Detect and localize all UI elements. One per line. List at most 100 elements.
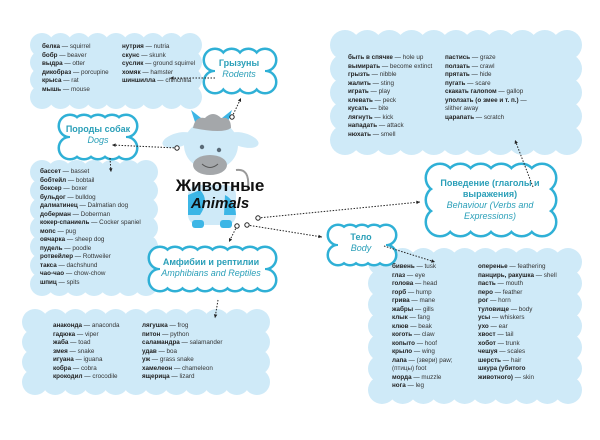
word-ru: удав	[142, 347, 157, 355]
vocab-item: грызть — nibble	[348, 71, 397, 78]
vocab-item: жабры — gills	[392, 305, 434, 313]
word-en: chameleon	[182, 364, 213, 372]
word-en: beak	[418, 322, 432, 330]
vocab-item: гадюка — viper	[53, 330, 99, 338]
dogs-title-ru: Породы собак	[65, 124, 131, 134]
word-en: basset	[70, 168, 90, 175]
word-en: graze	[479, 54, 496, 61]
vocab-item: саламандра — salamander	[142, 339, 223, 346]
vocab-item: мышь — mouse	[42, 85, 90, 93]
word-en: ear	[498, 322, 508, 330]
word-ru: ухо	[478, 322, 489, 330]
word-ru: скакать галопом	[445, 88, 497, 95]
vocab-item: лапа — (звери) paw; (птицы) foot	[392, 356, 453, 373]
word-ru: бассет	[40, 168, 61, 175]
behaviour-title-en: Behaviour (Verbs and Expressions)	[446, 200, 534, 221]
body-title-cloud	[326, 223, 398, 267]
vocab-item: хамелеон — chameleon	[142, 364, 213, 372]
word-en: tusk	[424, 263, 437, 270]
word-en: hamster	[150, 68, 174, 76]
word-en: toad	[78, 339, 91, 346]
rodents-title-cloud	[202, 47, 278, 95]
word-ru: играть	[348, 88, 369, 95]
word-ru: нога	[392, 382, 406, 389]
word-ru: хамелеон	[142, 364, 173, 372]
word-ru: пудель	[40, 244, 63, 252]
vocab-item: такса — dachshund	[40, 261, 98, 269]
word-ru: кокер-спаниель	[40, 219, 90, 226]
word-ru: овчарка	[40, 236, 66, 243]
vocab-item: хвост — tail	[478, 331, 514, 338]
vocab-item: морда — muzzle	[392, 373, 442, 381]
word-en: tail	[505, 331, 514, 338]
behaviour-list-cloud	[330, 30, 582, 155]
vocab-item: шиншилла — chinchilla	[122, 77, 192, 84]
word-en: play	[378, 88, 391, 95]
word-en: grass snake	[159, 356, 194, 363]
vocab-item: жаба — toad	[53, 339, 91, 346]
body-title-ru: Тело	[350, 232, 372, 242]
word-en: viper	[84, 330, 99, 338]
vocab-item: чешуя — scales	[478, 348, 526, 355]
vocab-item: мопс — pug	[40, 227, 77, 235]
amphibians-title-en: Amphibians and Reptiles	[161, 268, 261, 278]
arrowhead-icon	[237, 98, 242, 102]
word-ru: кусать	[348, 105, 369, 112]
vocab-item: дикобраз — porcupine	[42, 68, 109, 76]
word-en: otter	[72, 60, 86, 67]
word-en: (звери) paw; (птицы) foot	[392, 356, 453, 373]
vocab-item: далматинец — Dalmatian dog	[40, 202, 129, 209]
vocab-item: бульдог — bulldog	[40, 193, 96, 201]
vocab-item: нюхать — smell	[348, 130, 396, 138]
word-ru: чао-чао	[40, 270, 65, 277]
behaviour-title-ru: Поведение (глаголы и выражения)	[440, 178, 540, 199]
vocab-item: жалить — sting	[348, 79, 394, 87]
word-en: feathering	[517, 263, 546, 270]
word-en: bite	[378, 105, 389, 112]
word-ru: бивень	[392, 263, 415, 270]
vocab-item: нога — leg	[392, 382, 424, 389]
vocab-item: скакать галопом — gallop	[445, 88, 524, 95]
word-en: scales	[507, 348, 526, 355]
word-ru: уползать (о змее и т. п.)	[445, 96, 519, 104]
word-ru: бобр	[42, 51, 58, 59]
vocab-item: скунс — skunk	[122, 51, 166, 59]
word-en: spits	[66, 278, 80, 286]
word-ru: суслик	[122, 60, 144, 67]
word-en: crocodile	[92, 373, 118, 380]
word-ru: выдра	[42, 60, 63, 67]
vocab-item: ползать — crawl	[445, 62, 495, 70]
vocab-item: чао-чао — chow-chow	[40, 270, 106, 277]
word-ru: саламандра	[142, 339, 180, 346]
vocab-item: пудель — poodle	[40, 244, 92, 252]
cow-mascot-icon	[162, 110, 259, 228]
word-ru: оперенье	[478, 263, 508, 270]
word-ru: далматинец	[40, 202, 78, 209]
word-en: smell	[380, 130, 396, 138]
dogs-title: Породы собак Dogs	[58, 124, 138, 146]
word-ru: нутрия	[122, 43, 144, 50]
vocab-item: вымирать — become extinct	[348, 62, 433, 70]
arrow-to-dogs	[111, 144, 178, 149]
word-en: wing	[421, 348, 435, 355]
arrowhead-icon	[229, 238, 233, 242]
vocab-item: крокодил — crocodile	[53, 373, 118, 380]
word-en: rat	[71, 77, 79, 84]
vocab-item: бобтейл — bobtail	[40, 176, 95, 184]
body-title-en: Body	[350, 243, 372, 253]
word-ru: игуана	[53, 356, 74, 363]
word-ru: жалить	[348, 79, 371, 87]
word-en: leg	[415, 382, 424, 389]
word-en: dachshund	[66, 261, 98, 269]
word-ru: глаз	[392, 271, 406, 279]
word-ru: жабры	[392, 305, 414, 313]
word-en: hole up	[402, 54, 424, 61]
vocab-item: клык — fang	[392, 314, 430, 321]
word-ru: копыто	[392, 339, 415, 347]
vocab-item: кусать — bite	[348, 105, 389, 112]
vocab-item: клевать — peck	[348, 96, 397, 104]
word-en: gallop	[506, 88, 524, 95]
word-en: Rottweiler	[82, 253, 111, 260]
